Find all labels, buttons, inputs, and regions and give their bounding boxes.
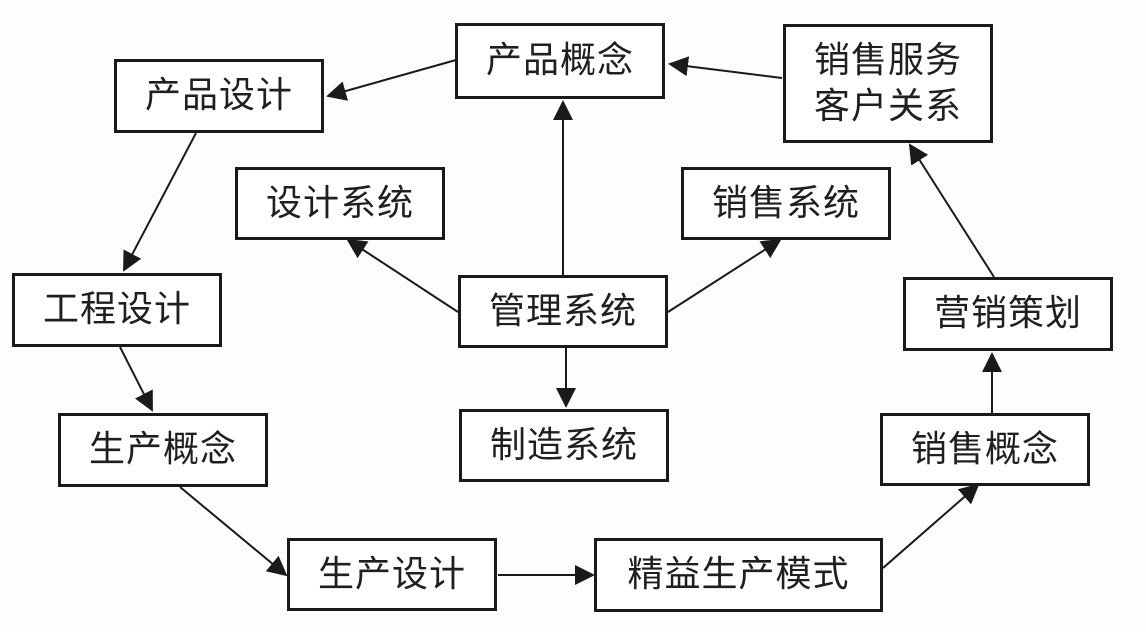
arrow-engineering-design-to-production-concept xyxy=(119,346,153,412)
arrow-management-to-design-system xyxy=(346,238,459,313)
node-production-design: 生产设计 xyxy=(287,538,497,611)
node-production-concept: 生产概念 xyxy=(58,413,268,487)
node-manufacturing-system: 制造系统 xyxy=(459,409,669,482)
arrow-product-concept-to-product-design xyxy=(326,59,457,101)
node-sales-system: 销售系统 xyxy=(681,167,891,240)
arrow-lean-production-to-sales-concept xyxy=(882,483,980,569)
node-sales-service-customer-relation: 销售服务 客户关系 xyxy=(783,24,993,143)
arrow-production-concept-to-production-design xyxy=(179,486,288,577)
node-product-design: 产品设计 xyxy=(114,59,324,133)
arrow-sales-service-to-product-concept xyxy=(668,56,783,79)
node-lean-production-mode: 精益生产模式 xyxy=(594,538,883,612)
node-marketing-plan: 营销策划 xyxy=(903,277,1113,351)
node-design-system: 设计系统 xyxy=(235,167,445,240)
node-sales-service-line-1: 销售服务 xyxy=(813,39,962,81)
node-engineering-design: 工程设计 xyxy=(12,273,222,347)
node-product-concept: 产品概念 xyxy=(455,23,665,99)
arrow-marketing-plan-to-sales-service xyxy=(908,143,995,278)
node-sales-service-line-2: 客户关系 xyxy=(813,85,962,127)
arrow-product-design-to-engineering-design xyxy=(123,132,197,272)
arrow-management-to-sales-system xyxy=(667,238,782,313)
node-management-system: 管理系统 xyxy=(458,275,668,348)
node-sales-concept: 销售概念 xyxy=(880,413,1090,486)
